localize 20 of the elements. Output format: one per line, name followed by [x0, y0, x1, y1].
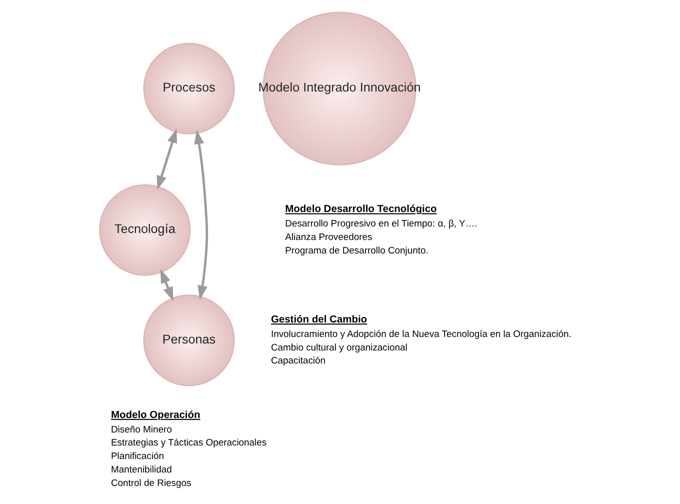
label: Diseño Minero	[110, 424, 172, 435]
label: Cambio cultural y organizacional	[270, 342, 407, 353]
label: Alianza Proveedores	[284, 231, 372, 242]
label: Programa de Desarrollo Conjunto.	[284, 244, 428, 256]
label: Modelo Desarrollo Tecnológico	[284, 204, 436, 215]
node-circle: Procesos	[142, 42, 234, 134]
arrow	[194, 129, 208, 300]
label: Involucramiento y Adopción de la Nueva Tecnología en la Organización.	[270, 328, 571, 340]
label: Gestión del Cambio	[270, 314, 367, 326]
node-circle: Personas	[142, 294, 234, 386]
label: Estrategias y Tácticas Operacionales	[110, 437, 266, 448]
label: Capacitación	[270, 355, 326, 366]
node-circle: Tecnología	[98, 184, 190, 276]
label: Planificación	[110, 450, 164, 462]
arrow	[156, 128, 177, 190]
label: Modelo Operación	[110, 409, 200, 420]
label: Mantenibilidad	[110, 464, 172, 475]
label: Control de Riesgos	[110, 477, 191, 488]
label: Desarrollo Progresivo en el Tiempo: α, β, Υ….	[284, 218, 477, 230]
arrow	[160, 268, 173, 301]
